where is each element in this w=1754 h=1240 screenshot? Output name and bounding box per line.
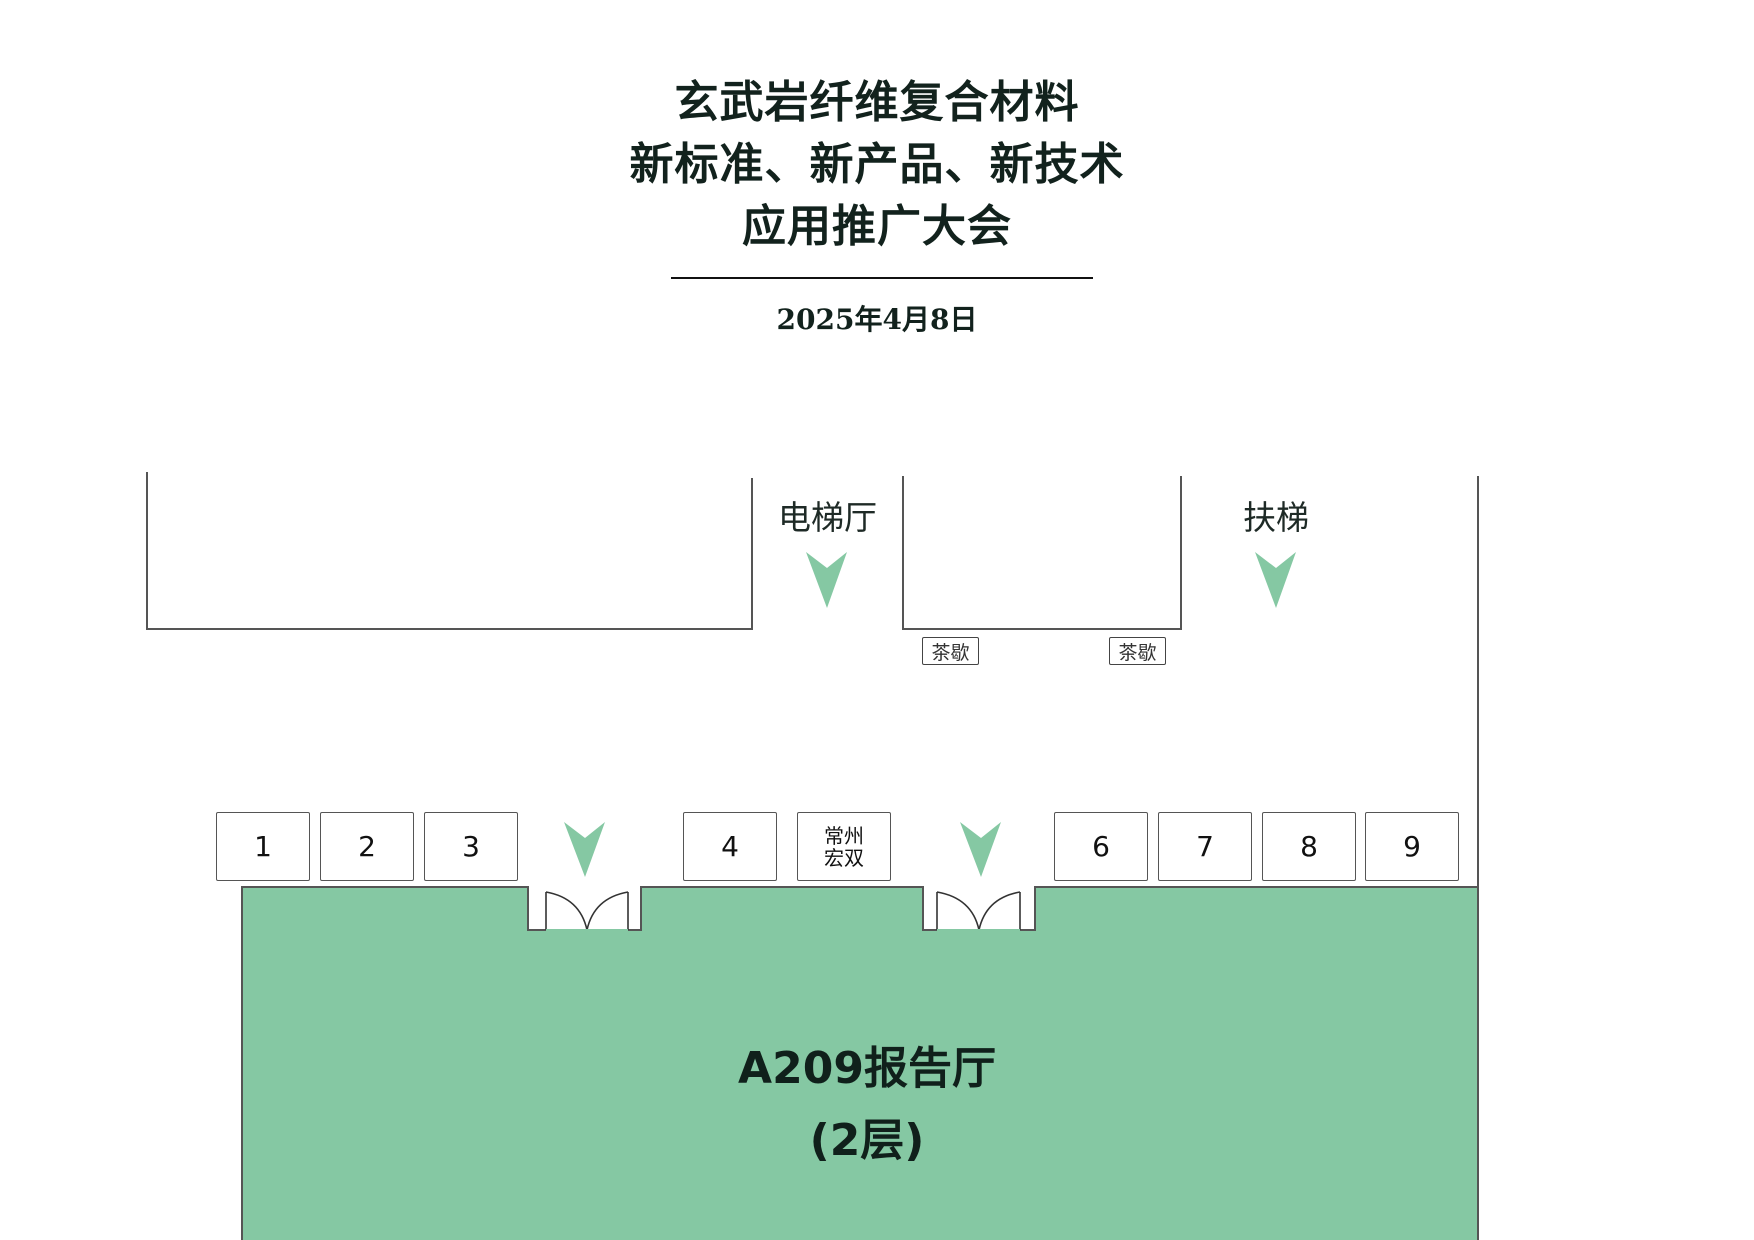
booth-8[interactable]: 8 xyxy=(1262,812,1356,881)
escalator-label: 扶梯 xyxy=(1243,498,1309,537)
booth-7[interactable]: 7 xyxy=(1158,812,1252,881)
door-2-icon xyxy=(924,888,1034,931)
title-line-2: 新标准、新产品、新技术 xyxy=(629,139,1125,190)
left-room-wall xyxy=(146,472,753,630)
booth-2[interactable]: 2 xyxy=(320,812,414,881)
elevator-arrow-icon xyxy=(806,552,847,608)
event-date: 2025年4月8日 xyxy=(776,303,978,336)
tea-break-2: 茶歇 xyxy=(1109,637,1166,665)
booth-5-changzhou-hongshuang[interactable]: 常州 宏双 xyxy=(797,812,891,881)
booth-3[interactable]: 3 xyxy=(424,812,518,881)
title-line-3: 应用推广大会 xyxy=(742,201,1012,252)
booth-5-line-2: 宏双 xyxy=(824,845,864,870)
booth-9[interactable]: 9 xyxy=(1365,812,1459,881)
hall-floor: (2层) xyxy=(809,1115,925,1166)
door-2-arrow-icon xyxy=(960,822,1001,877)
booth-4[interactable]: 4 xyxy=(683,812,777,881)
booth-5-line-1: 常州 xyxy=(824,823,864,848)
door-1-arrow-icon xyxy=(564,822,605,877)
title-line-1: 玄武岩纤维复合材料 xyxy=(674,77,1080,128)
hall-name: A209报告厅 xyxy=(738,1043,996,1094)
tea-break-1: 茶歇 xyxy=(922,637,979,665)
booth-6[interactable]: 6 xyxy=(1054,812,1148,881)
middle-room-wall xyxy=(902,476,1182,630)
report-hall-area xyxy=(241,886,1479,1240)
escalator-arrow-icon xyxy=(1255,552,1296,608)
booth-1[interactable]: 1 xyxy=(216,812,310,881)
title-divider xyxy=(671,277,1093,279)
elevator-hall-label: 电梯厅 xyxy=(778,498,877,537)
door-1-icon xyxy=(529,888,640,931)
